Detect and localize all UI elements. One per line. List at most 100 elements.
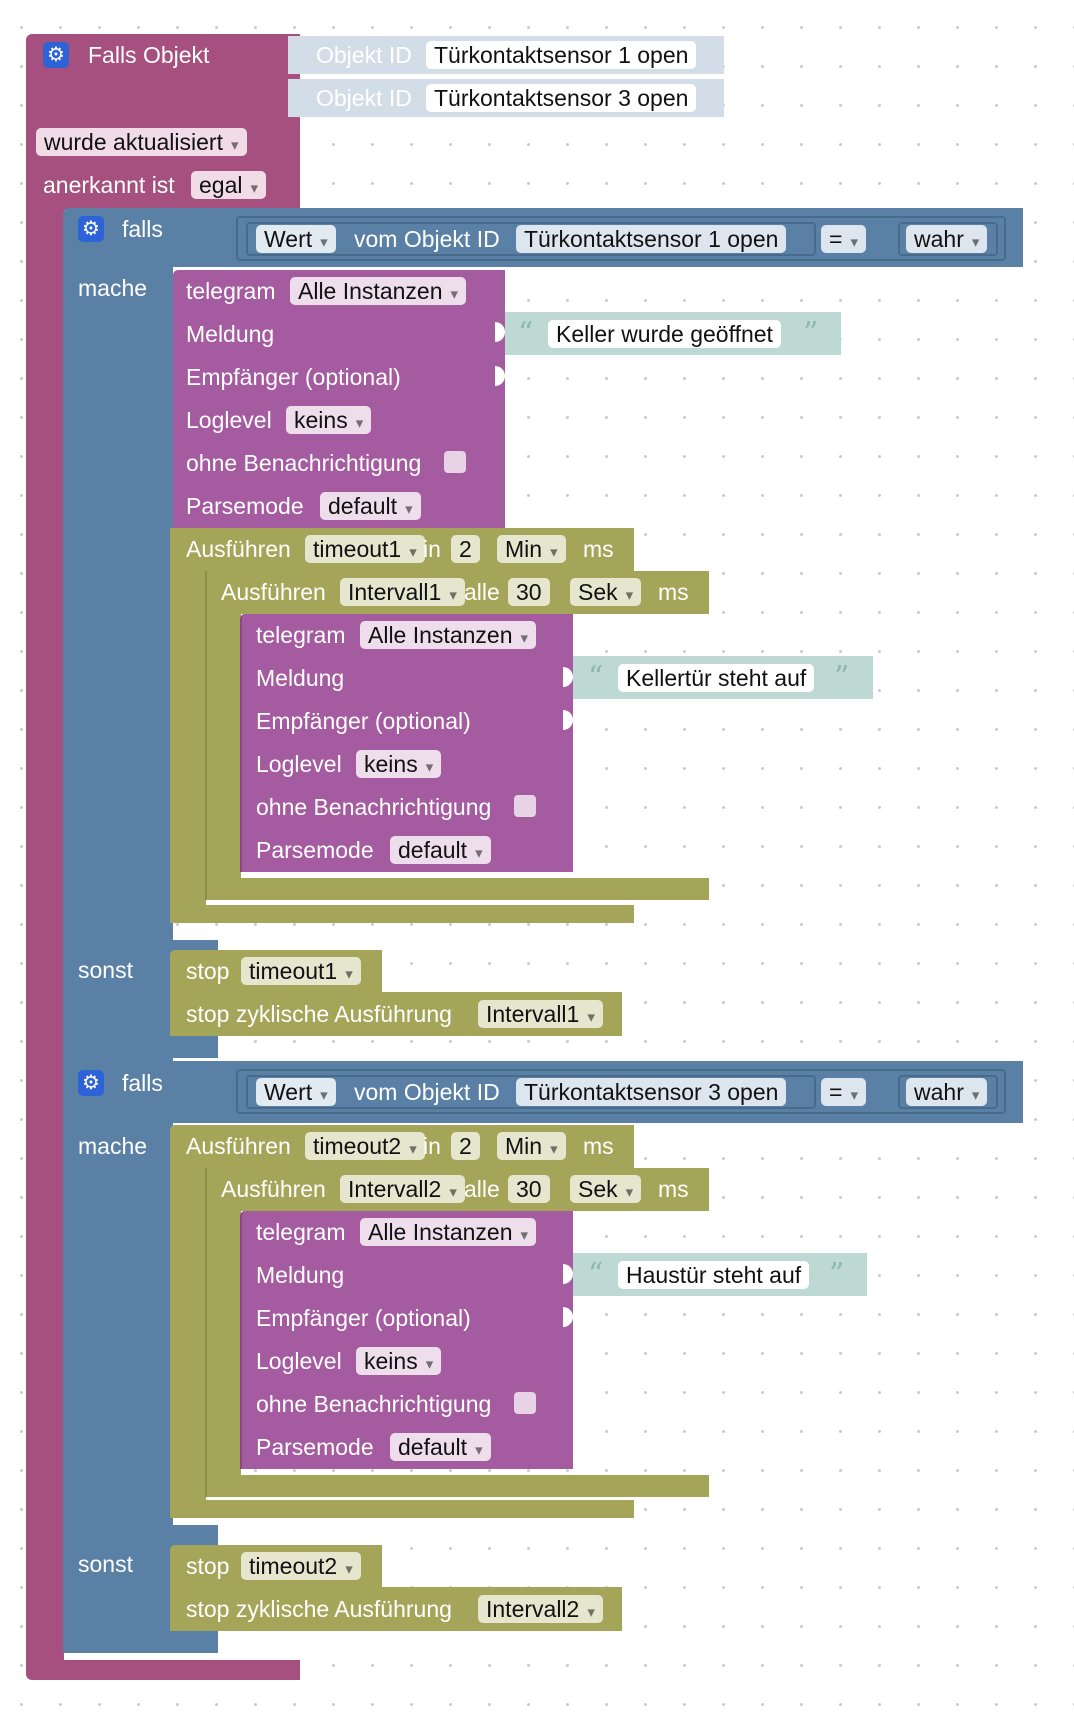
- interval-block-1-footer: [205, 878, 709, 900]
- operator-dropdown-1[interactable]: =: [821, 225, 866, 253]
- empfaenger-label: Empfänger (optional): [256, 708, 471, 734]
- interval-name-dropdown[interactable]: Intervall2: [340, 1175, 465, 1203]
- operator-dropdown-2[interactable]: =: [821, 1078, 866, 1106]
- message-field[interactable]: Keller wurde geöffnet: [548, 320, 781, 348]
- gear-icon[interactable]: ⚙: [78, 216, 104, 242]
- interval-block-2-footer: [205, 1475, 709, 1497]
- stop-cyclic-dropdown[interactable]: Intervall1: [478, 1000, 603, 1028]
- loglevel-label: Loglevel: [256, 751, 342, 777]
- quote-close-icon: ”: [834, 660, 850, 695]
- ack-dropdown[interactable]: egal: [191, 171, 267, 199]
- quote-open-icon: “: [588, 1257, 604, 1292]
- parsemode-dropdown[interactable]: default: [320, 492, 421, 520]
- interval-label: Ausführen: [221, 579, 326, 605]
- object-id-label-1: Objekt ID: [316, 42, 412, 68]
- parsemode-dropdown[interactable]: default: [390, 836, 491, 864]
- loglevel-dropdown[interactable]: keins: [286, 406, 372, 434]
- silent-label: ohne Benachrichtigung: [256, 794, 492, 820]
- loglevel-dropdown[interactable]: keins: [356, 750, 442, 778]
- interval-unit-dropdown[interactable]: Sek: [570, 578, 642, 606]
- wert-dropdown-1[interactable]: Wert: [256, 225, 336, 253]
- trigger-dropdown[interactable]: wurde aktualisiert: [36, 128, 247, 156]
- telegram-block-2[interactable]: [240, 614, 573, 872]
- timeout-unit-dropdown[interactable]: Min: [497, 535, 566, 563]
- if-block-1-footer: [63, 1036, 218, 1058]
- quote-open-icon: “: [518, 316, 534, 351]
- interval-block-1-spine: [205, 610, 241, 900]
- if-block-2-footer: [63, 1631, 218, 1653]
- silent-label: ohne Benachrichtigung: [186, 450, 422, 476]
- timeout-name-dropdown[interactable]: timeout2: [305, 1132, 425, 1160]
- if-2-sonst-label: sonst: [78, 1551, 133, 1577]
- timeout-value-field[interactable]: 2: [451, 535, 480, 563]
- instance-dropdown[interactable]: Alle Instanzen: [360, 1218, 537, 1246]
- timeout-block-1-spine: [170, 566, 206, 912]
- timeout-ms-label: ms: [583, 536, 614, 562]
- timeout-label: Ausführen: [186, 536, 291, 562]
- event-header-label: Falls Objekt: [88, 42, 210, 68]
- stop-timeout-dropdown[interactable]: timeout1: [241, 957, 361, 985]
- parsemode-dropdown[interactable]: default: [390, 1433, 491, 1461]
- interval-label: Ausführen: [221, 1176, 326, 1202]
- silent-checkbox[interactable]: [514, 795, 536, 817]
- stop-cyclic-label: stop zyklische Ausführung: [186, 1596, 452, 1622]
- if-1-mache-label: mache: [78, 275, 148, 301]
- input-socket: [495, 366, 505, 386]
- silent-checkbox[interactable]: [514, 1392, 536, 1414]
- object-field-1[interactable]: Türkontaktsensor 1 open: [516, 225, 787, 253]
- stop-cyclic-label: stop zyklische Ausführung: [186, 1001, 452, 1027]
- stop-label: stop: [186, 1553, 230, 1579]
- meldung-label: Meldung: [186, 321, 275, 347]
- if-2-falls-label: falls: [122, 1070, 163, 1096]
- interval-value-field[interactable]: 30: [508, 1175, 550, 1203]
- telegram-label: telegram: [256, 1219, 346, 1245]
- wahr-dropdown-2[interactable]: wahr: [906, 1078, 988, 1106]
- timeout-in-label: in: [423, 536, 441, 562]
- input-socket: [563, 667, 573, 687]
- interval-value-field[interactable]: 30: [508, 578, 550, 606]
- message-field[interactable]: Haustür steht auf: [618, 1261, 810, 1289]
- timeout-unit-dropdown[interactable]: Min: [497, 1132, 566, 1160]
- telegram-label: telegram: [186, 278, 276, 304]
- timeout-block-2-footer: [170, 1500, 634, 1518]
- if-block-1-spine: [63, 262, 173, 1067]
- quote-open-icon: “: [588, 660, 604, 695]
- interval-every-label: alle: [464, 1176, 500, 1202]
- interval-block-2-spine: [205, 1207, 241, 1497]
- event-block-footer: [26, 1660, 300, 1680]
- object-field-2[interactable]: Türkontaktsensor 3 open: [516, 1078, 787, 1106]
- empfaenger-label: Empfänger (optional): [186, 364, 401, 390]
- interval-ms-label: ms: [658, 579, 689, 605]
- stop-label: stop: [186, 958, 230, 984]
- if-1-falls-label: falls: [122, 216, 163, 242]
- interval-unit-dropdown[interactable]: Sek: [570, 1175, 642, 1203]
- parsemode-label: Parsemode: [256, 837, 374, 863]
- timeout-label: Ausführen: [186, 1133, 291, 1159]
- stop-cyclic-dropdown[interactable]: Intervall2: [478, 1595, 603, 1623]
- wahr-dropdown-1[interactable]: wahr: [906, 225, 988, 253]
- timeout-name-dropdown[interactable]: timeout1: [305, 535, 425, 563]
- telegram-block-1[interactable]: [173, 270, 505, 528]
- if-block-2-spine: [63, 1118, 173, 1653]
- object-id-field-1[interactable]: Türkontaktsensor 1 open: [426, 41, 697, 69]
- gear-icon[interactable]: ⚙: [78, 1070, 104, 1096]
- timeout-ms-label: ms: [583, 1133, 614, 1159]
- loglevel-label: Loglevel: [256, 1348, 342, 1374]
- interval-name-dropdown[interactable]: Intervall1: [340, 578, 465, 606]
- message-field[interactable]: Kellertür steht auf: [618, 664, 815, 692]
- instance-dropdown[interactable]: Alle Instanzen: [360, 621, 537, 649]
- loglevel-dropdown[interactable]: keins: [356, 1347, 442, 1375]
- stop-timeout-dropdown[interactable]: timeout2: [241, 1552, 361, 1580]
- quote-close-icon: ”: [803, 316, 819, 351]
- interval-every-label: alle: [464, 579, 500, 605]
- gear-icon[interactable]: ⚙: [43, 42, 69, 68]
- timeout-value-field[interactable]: 2: [451, 1132, 480, 1160]
- wert-dropdown-2[interactable]: Wert: [256, 1078, 336, 1106]
- instance-dropdown[interactable]: Alle Instanzen: [290, 277, 467, 305]
- object-id-field-2[interactable]: Türkontaktsensor 3 open: [426, 84, 697, 112]
- silent-checkbox[interactable]: [444, 451, 466, 473]
- parsemode-label: Parsemode: [186, 493, 304, 519]
- ack-label: anerkannt ist: [43, 172, 175, 198]
- meldung-label: Meldung: [256, 1262, 345, 1288]
- telegram-block-3[interactable]: [240, 1211, 573, 1469]
